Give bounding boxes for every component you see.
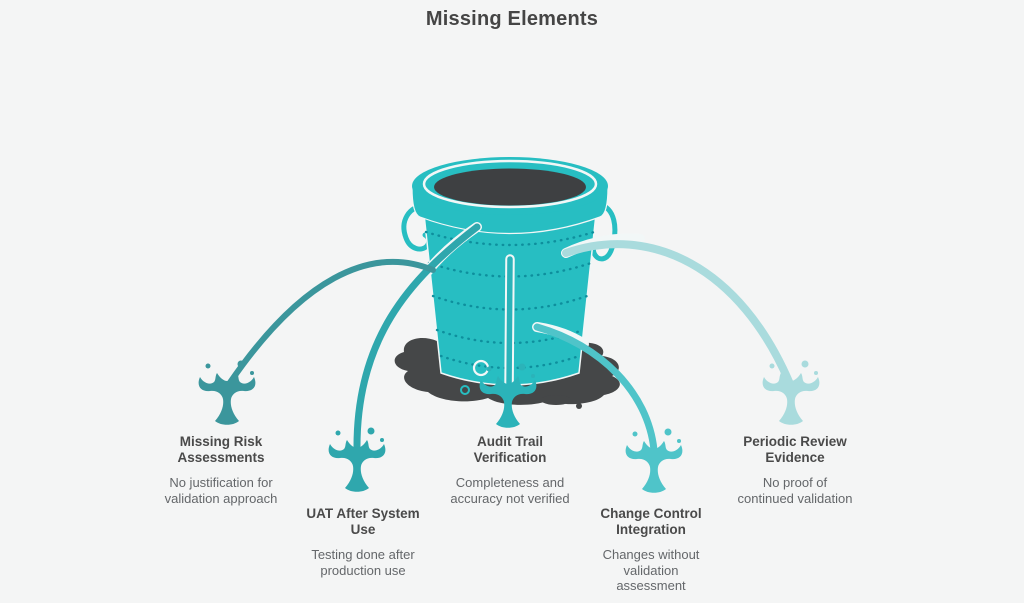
- splash-missing-risk-icon: [198, 360, 256, 425]
- leak-title: Periodic Review Evidence: [743, 434, 847, 465]
- stream-uat: [353, 223, 481, 454]
- leak-label-periodic-review-evidence: Periodic Review Evidence No proof of con…: [710, 434, 880, 506]
- leak-label-change-control-integration: Change Control Integration Changes witho…: [566, 506, 736, 594]
- stream-audit-trail: [506, 256, 513, 394]
- leak-label-uat-after-system-use: UAT After System Use Testing done after …: [278, 506, 448, 578]
- bucket-opening: [434, 168, 586, 206]
- leak-description: No proof of continued validation: [737, 475, 853, 506]
- bucket-rim-highlight: [422, 159, 598, 209]
- leak-description: No justification for validation approach: [164, 475, 278, 506]
- leak-title: UAT After System Use: [306, 506, 420, 537]
- leak-title: Change Control Integration: [600, 506, 702, 537]
- puddle-dot: [576, 403, 582, 409]
- splash-periodic-review-icon: [762, 360, 820, 425]
- leak-description: Changes without validation assessment: [602, 547, 700, 593]
- leak-label-audit-trail-verification: Audit Trail Verification Completeness an…: [425, 434, 595, 506]
- puddle-droplet: [541, 395, 571, 405]
- stream-periodic-review: [562, 240, 794, 388]
- puddle-ring: [460, 385, 470, 395]
- leak-streams: [226, 222, 794, 454]
- page-title: Missing Elements: [425, 8, 599, 30]
- leak-label-missing-risk-assessments: Missing Risk Assessments No justificatio…: [136, 434, 306, 506]
- leak-description: Testing done after production use: [311, 547, 415, 578]
- leak-description: Completeness and accuracy not verified: [450, 475, 570, 506]
- leak-title: Audit Trail Verification: [473, 434, 547, 465]
- stream-change-control: [533, 323, 658, 454]
- leak-title: Missing Risk Assessments: [177, 434, 265, 465]
- stream-missing-risk: [226, 259, 436, 387]
